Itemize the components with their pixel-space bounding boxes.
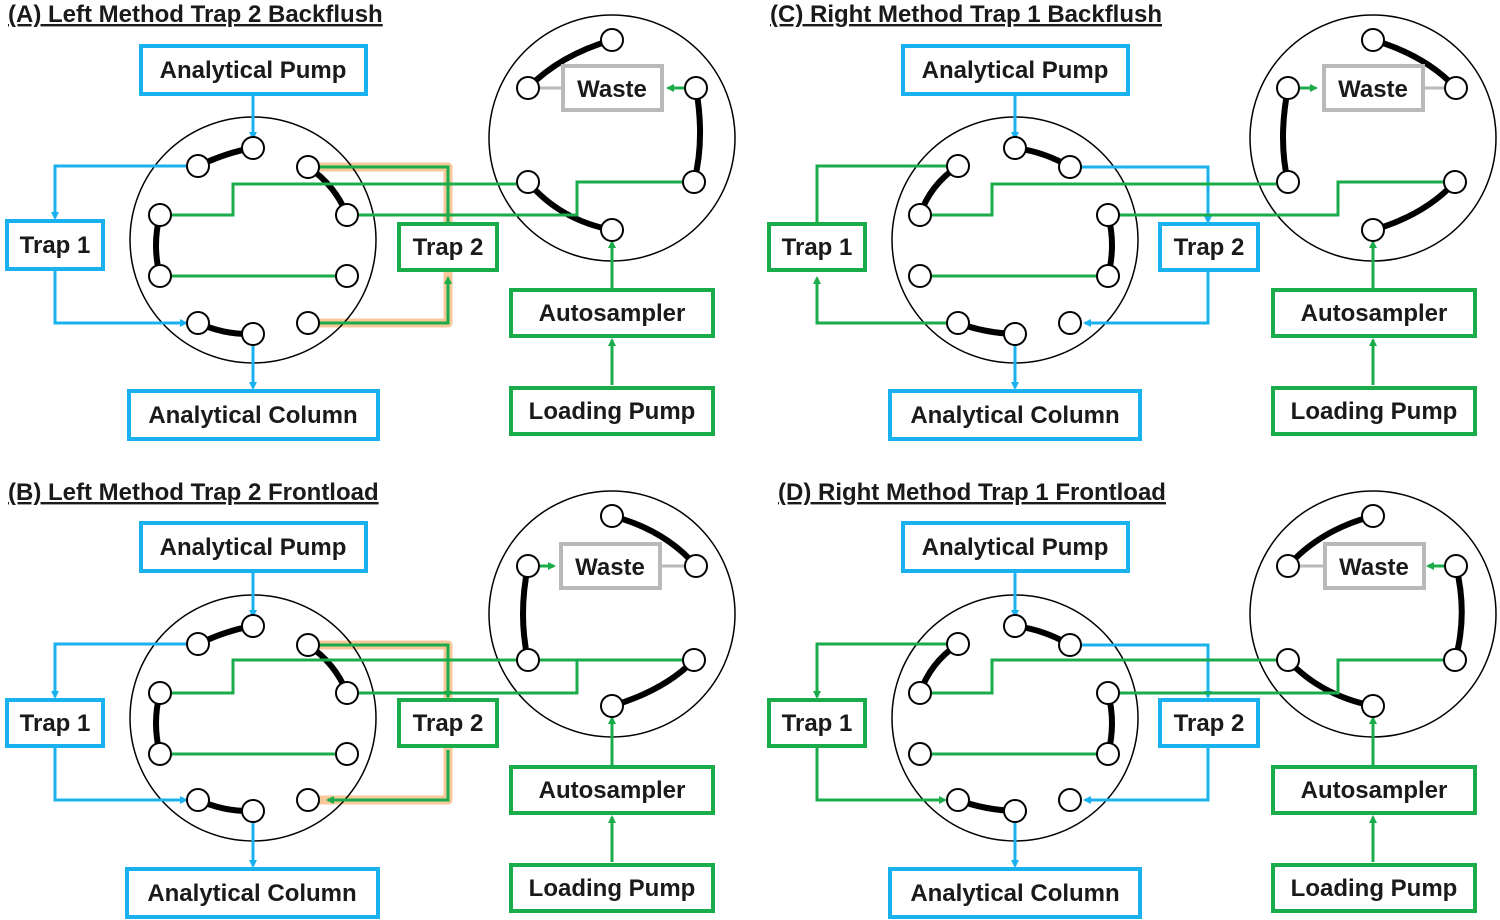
panel-title: (B) Left Method Trap 2 Frontload xyxy=(8,479,379,506)
waste-label: Waste xyxy=(1339,554,1409,581)
trap1-label: Trap 1 xyxy=(20,232,91,259)
analytical-pump-label: Analytical Pump xyxy=(160,534,347,561)
waste-label: Waste xyxy=(575,554,645,581)
analytical-column-label: Analytical Column xyxy=(148,402,357,429)
analytical-column-label: Analytical Column xyxy=(910,880,1119,907)
waste-label: Waste xyxy=(577,76,647,103)
trap2-label: Trap 2 xyxy=(1174,234,1245,261)
trap1-label: Trap 1 xyxy=(782,710,853,737)
analytical-pump-label: Analytical Pump xyxy=(922,57,1109,84)
analytical-column-label: Analytical Column xyxy=(910,402,1119,429)
waste-label: Waste xyxy=(1338,76,1408,103)
trap2-label: Trap 2 xyxy=(413,710,484,737)
autosampler-label: Autosampler xyxy=(1301,777,1448,804)
trap1-label: Trap 1 xyxy=(20,710,91,737)
panel-c: (C) Right Method Trap 1 Backflush xyxy=(767,1,1497,441)
loading-pump-label: Loading Pump xyxy=(529,875,696,902)
analytical-pump-label: Analytical Pump xyxy=(160,57,347,84)
panel-b: (B) Left Method Trap 2 Frontload xyxy=(5,479,736,919)
panel-title: (C) Right Method Trap 1 Backflush xyxy=(770,1,1162,28)
panel-a: (A) Left Method Trap 2 Backflush xyxy=(5,1,736,441)
trap1-label: Trap 1 xyxy=(782,234,853,261)
panel-title: (A) Left Method Trap 2 Backflush xyxy=(8,1,383,28)
loading-pump-label: Loading Pump xyxy=(1291,875,1458,902)
loading-pump-label: Loading Pump xyxy=(1291,398,1458,425)
autosampler-label: Autosampler xyxy=(539,300,686,327)
panel-d: (D) Right Method Trap 1 Frontload xyxy=(767,479,1497,919)
trap2-label: Trap 2 xyxy=(413,234,484,261)
panel-title: (D) Right Method Trap 1 Frontload xyxy=(778,479,1166,506)
trap2-label: Trap 2 xyxy=(1174,710,1245,737)
analytical-pump-label: Analytical Pump xyxy=(922,534,1109,561)
analytical-column-label: Analytical Column xyxy=(147,880,356,907)
loading-pump-label: Loading Pump xyxy=(529,398,696,425)
autosampler-label: Autosampler xyxy=(1301,300,1448,327)
autosampler-label: Autosampler xyxy=(539,777,686,804)
